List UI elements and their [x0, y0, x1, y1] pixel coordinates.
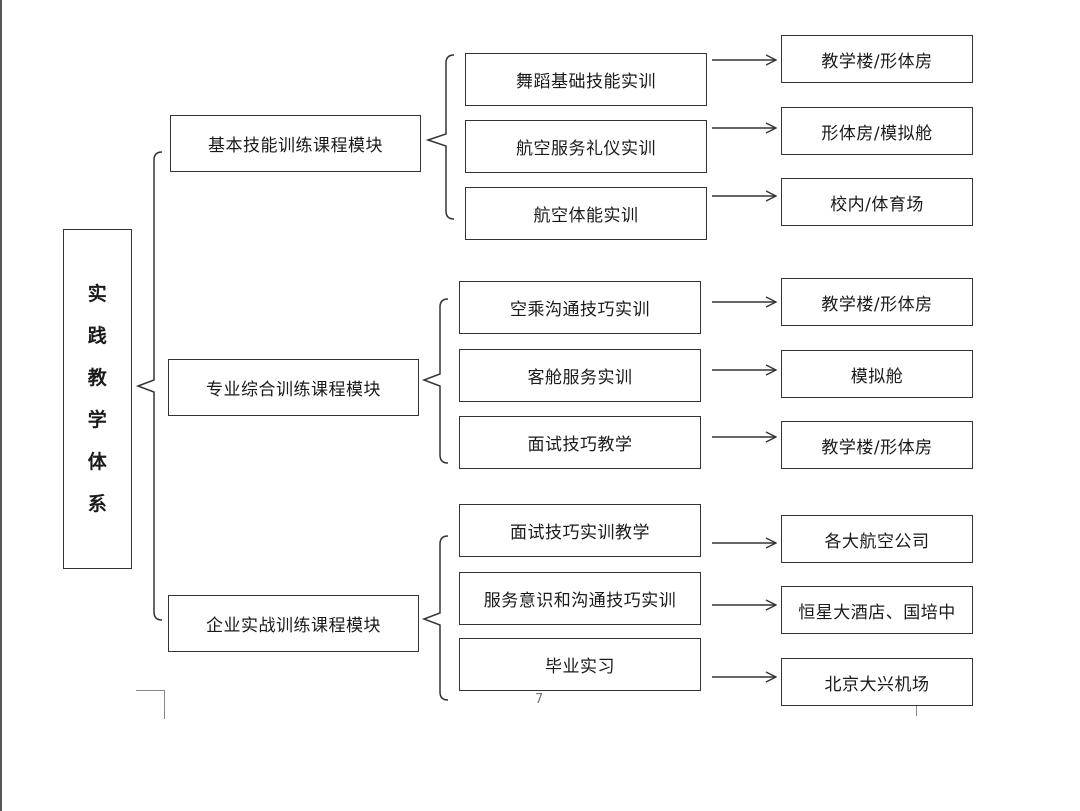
root-char: 系 — [87, 493, 108, 515]
bracket-root-to-modules — [135, 151, 163, 621]
course-box: 毕业实习 — [459, 638, 701, 691]
course-box: 客舱服务实训 — [459, 349, 701, 402]
course-box: 面试技巧实训教学 — [459, 504, 701, 557]
root-char: 实 — [87, 283, 108, 305]
root-char: 践 — [87, 325, 108, 347]
root-char: 体 — [87, 451, 108, 473]
venue-box: 教学楼/形体房 — [781, 35, 973, 83]
venue-box: 恒星大酒店、国培中 — [781, 586, 973, 634]
module-box-enterprise-practice: 企业实战训练课程模块 — [168, 595, 419, 652]
course-box: 舞蹈基础技能实训 — [465, 53, 707, 106]
page-corner-mark-right — [916, 706, 918, 716]
module-box-basic-skills: 基本技能训练课程模块 — [170, 115, 421, 172]
venue-box: 教学楼/形体房 — [781, 421, 973, 469]
page-number: 7 — [535, 692, 544, 707]
page-left-edge — [0, 0, 2, 811]
course-box: 面试技巧教学 — [459, 416, 701, 469]
venue-box: 教学楼/形体房 — [781, 278, 973, 326]
course-box: 服务意识和沟通技巧实训 — [459, 572, 701, 625]
venue-box: 形体房/模拟舱 — [781, 107, 973, 155]
root-box-practice-teaching-system: 实 践 教 学 体 系 — [63, 229, 132, 569]
course-box: 航空服务礼仪实训 — [465, 120, 707, 173]
venue-box: 模拟舱 — [781, 350, 973, 398]
bracket-module-professional — [421, 298, 449, 464]
root-char: 教 — [87, 367, 108, 389]
bracket-module-basic — [425, 54, 455, 220]
root-char: 学 — [87, 409, 108, 431]
bracket-module-enterprise — [421, 535, 449, 701]
module-box-professional-comprehensive: 专业综合训练课程模块 — [168, 359, 419, 416]
course-box: 航空体能实训 — [465, 187, 707, 240]
course-box: 空乘沟通技巧实训 — [459, 281, 701, 334]
venue-box: 各大航空公司 — [781, 515, 973, 563]
venue-box: 北京大兴机场 — [781, 658, 973, 706]
page-corner-mark-left — [136, 690, 165, 719]
venue-box: 校内/体育场 — [781, 178, 973, 226]
